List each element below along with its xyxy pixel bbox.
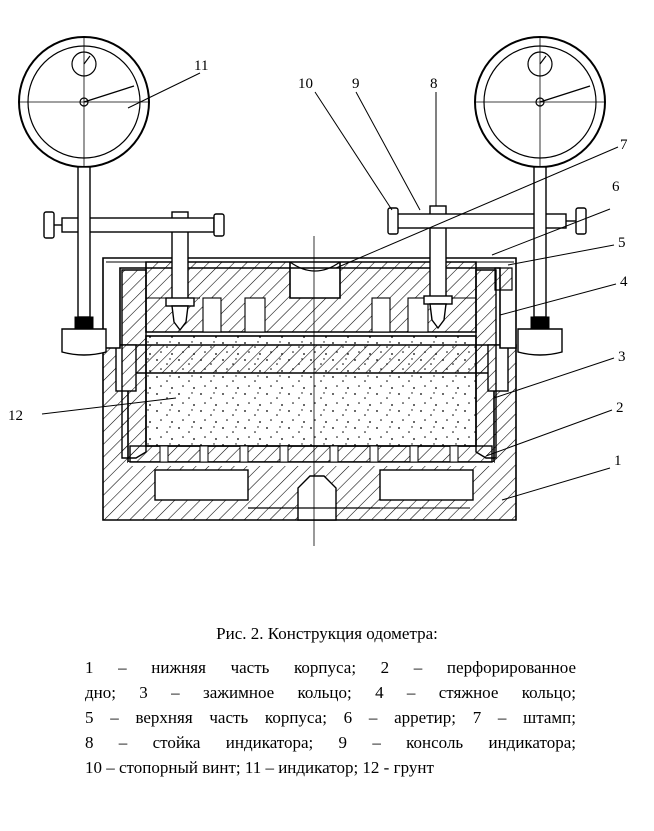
legend-line: 10 – стопорный винт; 11 – индикатор; 12 … xyxy=(85,758,434,777)
callout-6: 6 xyxy=(612,179,620,195)
callout-12: 12 xyxy=(8,408,23,424)
legend-line: 5 – верхняя часть корпуса; 6 – арретир; … xyxy=(85,708,576,727)
legend-line: дно; 3 – зажимное кольцо; 4 – стяжное ко… xyxy=(85,683,576,702)
soil-sample xyxy=(145,335,477,447)
callout-9: 9 xyxy=(352,76,360,92)
callout-5: 5 xyxy=(618,235,626,251)
perforated-bottom xyxy=(129,445,493,463)
stamp xyxy=(145,261,477,333)
lock-screw xyxy=(387,207,399,235)
figure-caption: Рис. 2. Конструкция одометра: xyxy=(216,624,438,643)
dial-indicator-right xyxy=(474,36,606,356)
callout-10: 10 xyxy=(298,76,313,92)
figure-legend: 1 – нижняя часть корпуса; 2 – перфориров… xyxy=(85,655,576,780)
tightening-ring xyxy=(121,269,497,459)
odometer-diagram: 1 2 3 4 5 6 7 8 9 10 11 12 xyxy=(8,36,628,546)
indicator-posts xyxy=(165,205,453,332)
callout-2: 2 xyxy=(616,400,624,416)
legend-line: 1 – нижняя часть корпуса; 2 – перфориров… xyxy=(85,658,576,677)
callout-7: 7 xyxy=(620,137,628,153)
legend-line: 8 – стойка индикатора; 9 – консоль индик… xyxy=(85,733,576,752)
lower-body xyxy=(102,344,517,521)
callout-3: 3 xyxy=(618,349,626,365)
callout-11: 11 xyxy=(194,58,208,74)
dial-indicator-left xyxy=(18,36,150,356)
leader-lines xyxy=(41,72,619,501)
indicator-consoles xyxy=(43,207,587,239)
callout-4: 4 xyxy=(620,274,628,290)
callout-8: 8 xyxy=(430,76,438,92)
callout-1: 1 xyxy=(614,453,622,469)
